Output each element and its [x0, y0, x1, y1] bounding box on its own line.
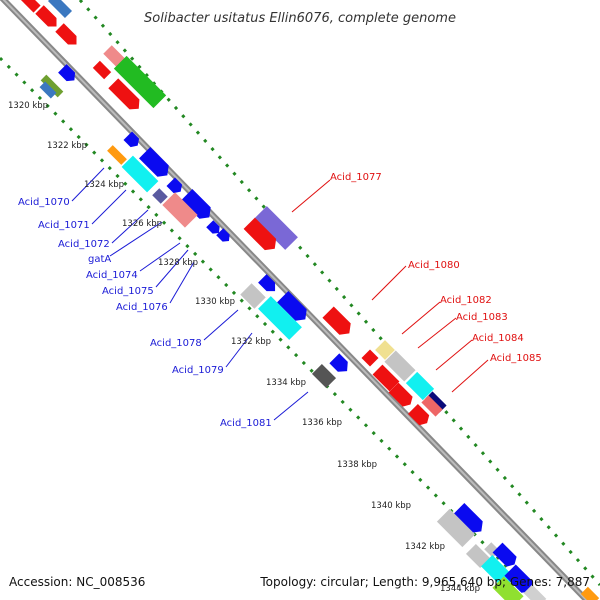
gene-label[interactable]: Acid_1075: [102, 286, 154, 297]
gene-feature[interactable]: [388, 382, 416, 410]
kbp-label: 1322 kbp: [47, 141, 87, 151]
gene-label[interactable]: Acid_1085: [490, 353, 542, 364]
gene-feature[interactable]: [162, 192, 198, 228]
gene-labels-red: Acid_1077 Acid_1080 Acid_1082 Acid_1083 …: [330, 172, 542, 364]
leader-lines-blue: [71, 167, 309, 421]
gene-label[interactable]: Acid_1083: [456, 312, 508, 323]
gene-feature[interactable]: [322, 306, 355, 339]
gene-feature[interactable]: [523, 584, 547, 600]
gene-feature[interactable]: [329, 353, 352, 376]
gene-feature[interactable]: [92, 60, 112, 80]
kbp-label: 1338 kbp: [337, 460, 377, 470]
kbp-label: 1340 kbp: [371, 501, 411, 511]
gene-label[interactable]: Acid_1081: [220, 418, 272, 429]
gene-labels-blue: Acid_1070 Acid_1071 Acid_1072 gatA Acid_…: [18, 197, 272, 429]
gene-feature[interactable]: [580, 586, 600, 600]
gene-feature[interactable]: [254, 206, 298, 250]
gene-feature[interactable]: [361, 349, 379, 367]
gene-label[interactable]: gatA: [88, 254, 111, 265]
gene-label[interactable]: Acid_1076: [116, 302, 168, 313]
gene-feature[interactable]: [492, 542, 520, 570]
topology-summary: Topology: circular; Length: 9,965,640 bp…: [259, 575, 590, 589]
gene-feature[interactable]: [421, 395, 443, 417]
kbp-label: 1330 kbp: [195, 297, 235, 307]
gene-feature[interactable]: [108, 78, 143, 113]
gene-feature[interactable]: [243, 217, 281, 255]
kbp-label: 1344 kbp: [440, 584, 480, 594]
gene-feature[interactable]: [405, 371, 435, 401]
kbp-label: 1326 kbp: [122, 219, 162, 229]
gene-feature[interactable]: [40, 74, 64, 98]
gene-feature[interactable]: [55, 23, 80, 48]
gene-feature[interactable]: [113, 55, 167, 109]
gene-feature[interactable]: [436, 508, 476, 548]
gene-feature[interactable]: [407, 403, 432, 428]
kbp-label: 1332 kbp: [231, 337, 271, 347]
gene-feature[interactable]: [375, 340, 395, 360]
gene-feature[interactable]: [47, 0, 73, 19]
gene-label[interactable]: Acid_1079: [172, 365, 224, 376]
gene-label[interactable]: Acid_1074: [86, 270, 138, 281]
kbp-label: 1342 kbp: [405, 542, 445, 552]
gene-feature[interactable]: [139, 147, 173, 181]
kbp-label: 1324 kbp: [84, 180, 124, 190]
gene-feature[interactable]: [504, 564, 537, 597]
gene-feature[interactable]: [465, 543, 491, 569]
kbp-label: 1334 kbp: [266, 378, 306, 388]
gene-feature[interactable]: [166, 177, 185, 196]
gene-label[interactable]: Acid_1078: [150, 338, 202, 349]
gene-feature[interactable]: [181, 189, 215, 223]
gene-feature[interactable]: [258, 296, 302, 340]
gene-label[interactable]: Acid_1070: [18, 197, 70, 208]
gene-label[interactable]: Acid_1084: [472, 333, 524, 344]
gene-feature[interactable]: [372, 364, 400, 392]
gene-feature[interactable]: [277, 291, 311, 325]
gene-feature[interactable]: [123, 131, 142, 150]
gene-feature[interactable]: [216, 228, 232, 244]
gene-feature[interactable]: [311, 363, 337, 389]
gene-label[interactable]: Acid_1071: [38, 220, 90, 231]
kbp-label: 1336 kbp: [302, 418, 342, 428]
gene-label[interactable]: Acid_1077: [330, 172, 382, 183]
gene-feature[interactable]: [107, 145, 127, 165]
accession-text: Accession: NC_008536: [9, 575, 145, 589]
kbp-label: 1320 kbp: [8, 101, 48, 111]
gene-label[interactable]: Acid_1072: [58, 239, 110, 250]
gene-feature[interactable]: [152, 188, 168, 204]
kbp-scale: 1320 kbp 1322 kbp 1324 kbp 1326 kbp 1328…: [8, 101, 480, 594]
map-title: Solibacter usitatus Ellin6076, complete …: [144, 11, 456, 26]
gene-feature[interactable]: [240, 283, 266, 309]
leader-lines-red: [291, 179, 489, 393]
gene-feature[interactable]: [35, 5, 60, 30]
gene-feature[interactable]: [425, 391, 447, 413]
gene-feature[interactable]: [39, 81, 57, 99]
gene-feature[interactable]: [206, 220, 222, 236]
gene-feature[interactable]: [453, 503, 487, 537]
gene-feature[interactable]: [19, 0, 41, 13]
kbp-label: 1328 kbp: [158, 258, 198, 268]
gene-label[interactable]: Acid_1082: [440, 295, 492, 306]
gene-label[interactable]: Acid_1080: [408, 260, 460, 271]
gene-feature[interactable]: [384, 350, 416, 382]
gene-feature[interactable]: [121, 155, 159, 193]
